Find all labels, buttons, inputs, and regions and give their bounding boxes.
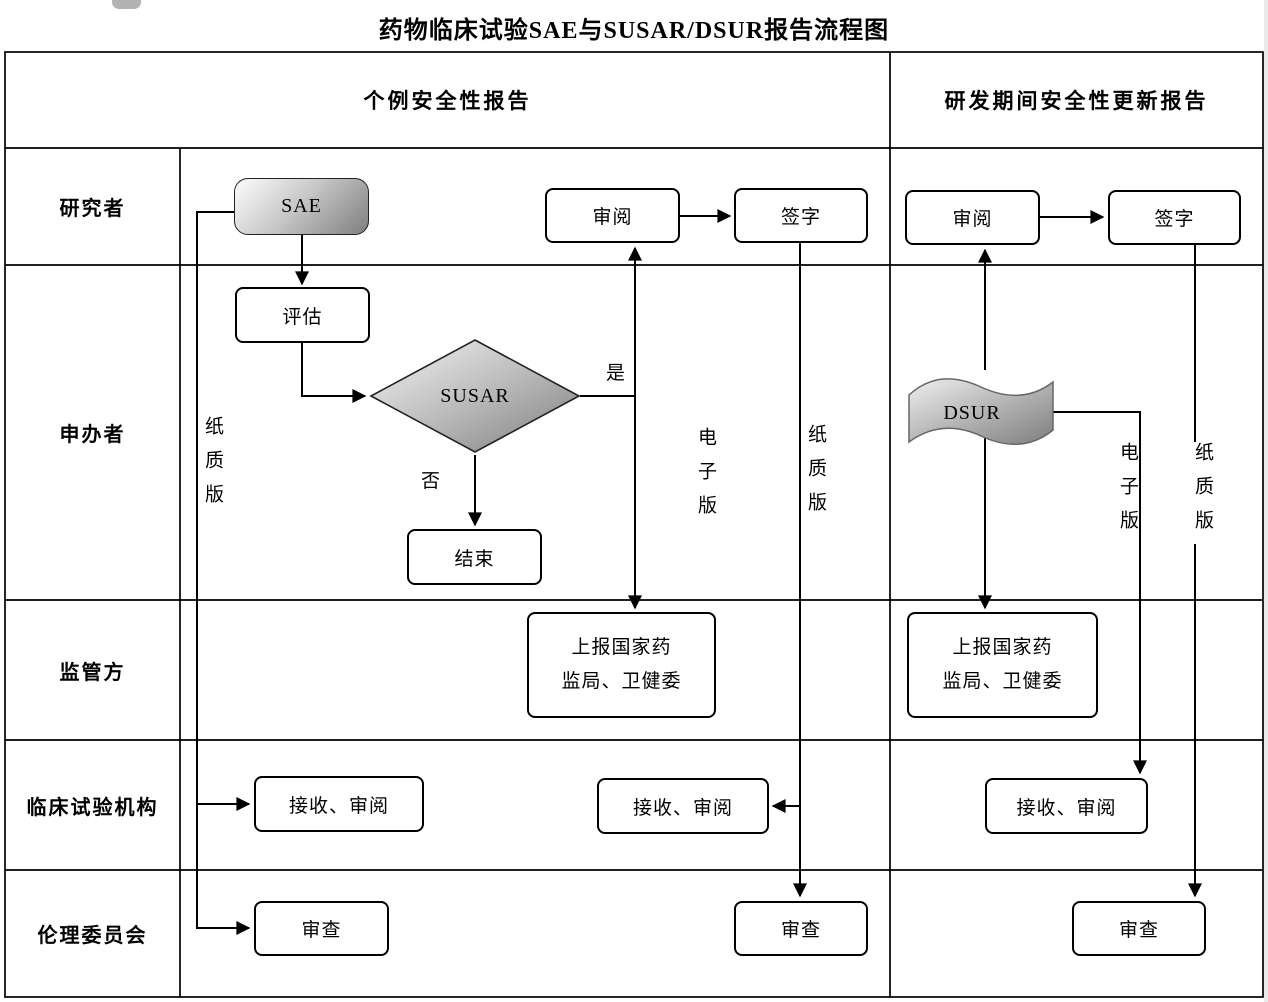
lane-sponsor: 申办者	[59, 424, 126, 446]
susar-diamond-shape	[369, 339, 581, 453]
flow-connectors	[196, 209, 1202, 935]
page-edge-shadow	[1264, 0, 1268, 1002]
node-sign-right: 签字	[1108, 190, 1241, 245]
node-dsur: DSUR	[903, 371, 1059, 455]
node-report-authorities-left: 上报国家药 监局、卫健委	[527, 612, 716, 718]
label-paper-version-susar: 纸质版	[805, 424, 826, 526]
page-title: 药物临床试验SAE与SUSAR/DSUR报告流程图	[378, 18, 890, 44]
node-ethics-review-mid: 审查	[734, 901, 868, 956]
node-end-label: 结束	[454, 548, 495, 570]
node-receive-review-left-label: 接收、审阅	[288, 795, 389, 817]
node-sign-right-label: 签字	[1154, 209, 1195, 230]
report-right-line1: 上报国家药	[952, 636, 1053, 658]
node-ethics-review-left-label: 审查	[301, 920, 342, 941]
report-right-line2: 监局、卫健委	[942, 671, 1063, 692]
node-sae-label: SAE	[281, 195, 322, 217]
label-no: 否	[419, 466, 443, 493]
node-sign-left: 签字	[734, 188, 868, 243]
node-review-right: 审阅	[905, 190, 1040, 245]
node-ethics-review-left: 审查	[254, 901, 389, 956]
lane-institution: 临床试验机构	[26, 796, 159, 819]
label-electronic-version-dsur: 电子版	[1117, 442, 1138, 544]
node-ethics-review-mid-label: 审查	[780, 920, 821, 941]
decision-susar: SUSAR	[368, 337, 582, 455]
label-electronic-version-susar: 电子版	[695, 427, 716, 529]
node-receive-review-right: 接收、审阅	[985, 778, 1148, 834]
node-review-left-label: 审阅	[592, 207, 633, 228]
label-yes: 是	[604, 358, 628, 385]
node-dsur-label: DSUR	[943, 401, 1001, 424]
report-left-line2: 监局、卫健委	[561, 671, 682, 692]
node-assess-label: 评估	[282, 306, 323, 328]
node-receive-review-right-label: 接收、审阅	[1016, 797, 1117, 819]
node-review-right-label: 审阅	[952, 209, 993, 230]
lane-investigator: 研究者	[59, 198, 126, 220]
node-sae: SAE	[234, 178, 369, 235]
header-individual-case-safety-report: 个例安全性报告	[363, 89, 532, 113]
node-report-authorities-right: 上报国家药 监局、卫健委	[907, 612, 1098, 718]
label-paper-version-dsur: 纸质版	[1192, 442, 1213, 544]
lane-ethics-committee: 伦理委员会	[37, 925, 148, 947]
page-artifact	[112, 0, 141, 9]
node-sign-left-label: 签字	[780, 207, 821, 228]
dsur-wave-shape	[908, 378, 1054, 446]
node-ethics-review-right: 审查	[1072, 901, 1206, 956]
lane-regulator: 监管方	[59, 661, 126, 684]
label-paper-version-investigator: 纸质版	[202, 416, 223, 518]
node-end: 结束	[407, 529, 542, 585]
node-receive-review-left: 接收、审阅	[254, 776, 424, 832]
header-development-safety-update-report: 研发期间安全性更新报告	[944, 89, 1209, 113]
node-receive-review-mid-label: 接收、审阅	[632, 797, 733, 819]
node-review-left: 审阅	[545, 188, 680, 243]
node-assess: 评估	[235, 287, 370, 343]
report-left-line1: 上报国家药	[571, 636, 672, 658]
decision-susar-label: SUSAR	[440, 384, 510, 407]
node-ethics-review-right-label: 审查	[1118, 920, 1159, 941]
node-receive-review-mid: 接收、审阅	[597, 778, 769, 834]
